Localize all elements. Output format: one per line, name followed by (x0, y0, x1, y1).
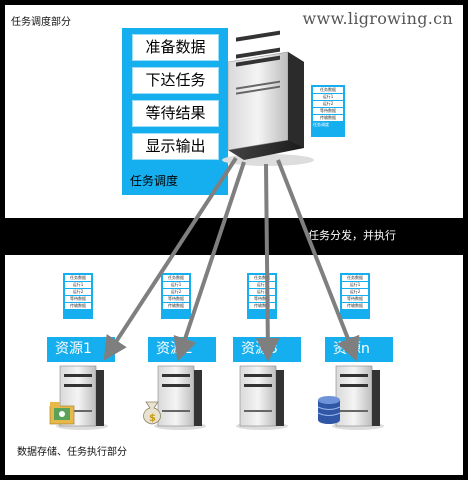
money-bag-icon: $ (143, 401, 161, 425)
folder-money-icon (49, 402, 75, 425)
task-list-row: 运行1 (65, 282, 91, 288)
task-list-row: 运行1 (249, 282, 275, 288)
task-list-row: 运行2 (249, 289, 275, 295)
dispatch-arrow-3 (255, 163, 280, 362)
task-list-row: 运行2 (313, 101, 343, 107)
task-list-row: 传输数据 (249, 303, 275, 309)
task-list-row: 运行1 (342, 282, 368, 288)
resource-n-server-icon (332, 365, 384, 430)
dispatch-arrow-2 (173, 161, 246, 362)
task-list-row: 等待数据 (163, 296, 189, 302)
dispatch-arrow-1 (103, 156, 238, 361)
server-task-list: 任务数据 运行1 运行2 等待数据 传输数据 任务调度 (311, 85, 345, 137)
task-list-row: 传输数据 (65, 303, 91, 309)
task-list-row: 等待数据 (342, 296, 368, 302)
task-list-row: 运行1 (163, 282, 189, 288)
task-list-footer: 任务调度 (313, 122, 329, 127)
task-list-row: 传输数据 (163, 303, 189, 309)
task-list-row: 运行2 (342, 289, 368, 295)
database-icon (317, 396, 341, 424)
task-list-row: 运行2 (65, 289, 91, 295)
watermark: www.ligrowing.cn (302, 9, 453, 28)
resource-task-list: 任务数据 运行1 运行2 等待数据 传输数据 (63, 273, 93, 319)
execution-caption: 数据存储、任务执行部分 (17, 447, 127, 458)
task-list-row: 任务数据 (163, 275, 189, 281)
scheduling-panel: 任务调度部分 www.ligrowing.cn 准备数据 下达任务 等待结果 显… (5, 5, 463, 218)
svg-text:$: $ (149, 413, 156, 424)
task-list-row: 传输数据 (342, 303, 368, 309)
task-list-row: 任务数据 (65, 275, 91, 281)
step-issue-task: 下达任务 (132, 67, 219, 94)
main-server-icon (222, 30, 314, 166)
task-list-row: 等待数据 (65, 296, 91, 302)
dispatch-arrow-n (276, 159, 360, 362)
task-list-row: 任务数据 (313, 87, 343, 93)
step-show-output: 显示输出 (132, 133, 219, 160)
resource-task-list: 任务数据 运行1 运行2 等待数据 传输数据 (340, 273, 370, 319)
task-list-row: 运行2 (163, 289, 189, 295)
scheduler-box: 准备数据 下达任务 等待结果 显示输出 任务调度 (122, 28, 228, 195)
task-list-row: 运行1 (313, 94, 343, 100)
task-list-row: 等待数据 (313, 108, 343, 114)
resource-task-list: 任务数据 运行1 运行2 等待数据 传输数据 (247, 273, 277, 319)
execution-panel: 数据存储、任务执行部分 任务数据 运行1 运行2 等待数据 传输数据 任务数据 … (5, 255, 463, 475)
step-prepare-data: 准备数据 (132, 34, 219, 61)
resource-2-server-icon (154, 365, 206, 430)
task-list-row: 等待数据 (249, 296, 275, 302)
scheduling-caption: 任务调度部分 (11, 17, 71, 28)
task-list-row: 任务数据 (342, 275, 368, 281)
task-list-row: 任务数据 (249, 275, 275, 281)
scheduler-title: 任务调度 (130, 174, 179, 188)
task-list-row: 传输数据 (313, 115, 343, 121)
resource-task-list: 任务数据 运行1 运行2 等待数据 传输数据 (161, 273, 191, 319)
dispatch-label: 任务分发，并执行 (308, 229, 396, 242)
resource-3-server-icon (236, 365, 288, 430)
step-wait-result: 等待结果 (132, 100, 219, 127)
